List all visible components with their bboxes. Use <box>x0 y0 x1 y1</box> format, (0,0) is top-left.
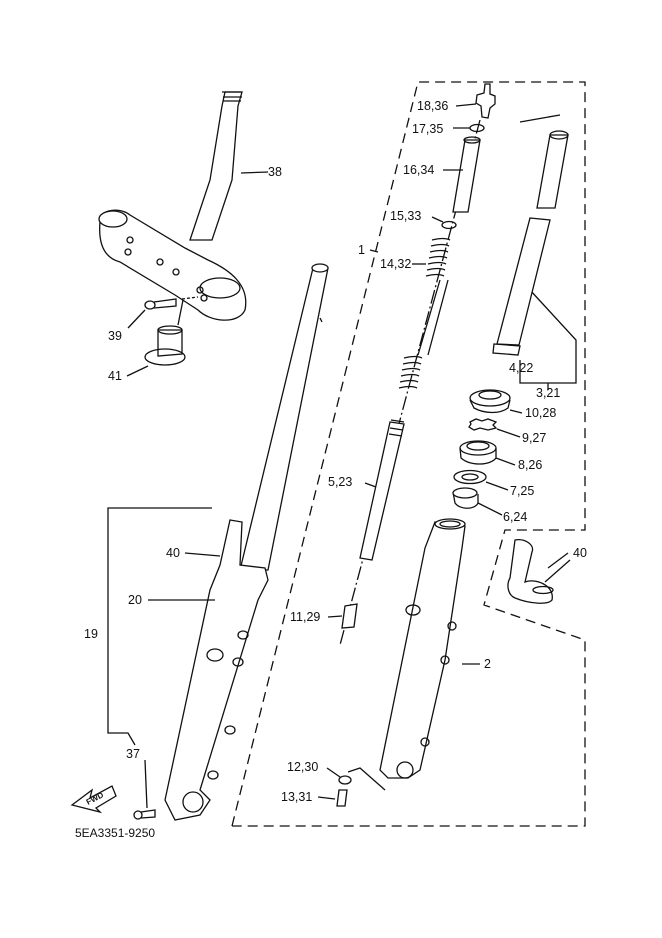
left-outer-tube-20 <box>164 519 269 821</box>
callout-41: 41 <box>108 369 122 383</box>
bracket-3-21 <box>519 114 561 123</box>
oil-seal-8-26 <box>459 440 516 466</box>
fwd-arrow-icon <box>70 785 117 814</box>
slide-metal-6-24 <box>452 487 503 516</box>
oil-lock-11-29 <box>327 603 358 629</box>
callout-11-29: 11,29 <box>290 610 321 624</box>
callout-20: 20 <box>128 593 142 607</box>
callout-5-23: 5,23 <box>328 475 353 489</box>
callout-4-22: 4,22 <box>509 361 534 375</box>
washer-7-25 <box>453 469 509 491</box>
right-inner-tube-lower-4-22 <box>492 217 551 356</box>
washer-15-33 <box>441 220 457 230</box>
dust-seal-10-28 <box>469 389 523 414</box>
collar-41 <box>126 299 186 377</box>
callout-19: 19 <box>84 627 98 641</box>
spacer-16-34 <box>443 136 481 213</box>
leader-1 <box>369 249 379 253</box>
callout-6-24: 6,24 <box>503 510 528 524</box>
damper-rod-5-23 <box>359 419 405 561</box>
fork-guard-40-right <box>507 539 571 604</box>
callout-40-right: 40 <box>573 546 587 560</box>
callout-8-26: 8,26 <box>518 458 543 472</box>
bolt-39 <box>127 296 199 329</box>
assembly-1-dashed-outline <box>231 81 586 827</box>
steering-stem-38 <box>189 91 269 241</box>
callout-38: 38 <box>268 165 282 179</box>
bolt-13-31 <box>317 789 348 807</box>
bracket-lines <box>519 289 577 384</box>
callout-39: 39 <box>108 329 122 343</box>
right-inner-tube-upper <box>536 130 569 209</box>
bolt-37 <box>133 759 156 820</box>
left-inner-tube <box>239 263 329 571</box>
callout-10-28: 10,28 <box>525 406 557 420</box>
callout-12-30: 12,30 <box>287 760 319 774</box>
leader-40-right <box>547 552 569 569</box>
callout-1: 1 <box>358 243 365 257</box>
right-outer-tube-2 <box>379 518 480 779</box>
leader-40-left <box>184 552 221 557</box>
callout-14-32: 14,32 <box>380 257 412 271</box>
bracket-19 <box>107 507 212 746</box>
callout-40-left: 40 <box>166 546 180 560</box>
drawing-code: 5EA3351-9250 <box>75 826 156 840</box>
callout-18-36: 18,36 <box>417 99 449 113</box>
washer-12-30 <box>326 767 386 791</box>
callout-15-33: 15,33 <box>390 209 422 223</box>
callout-13-31: 13,31 <box>281 790 313 804</box>
cap-bolt-18-36 <box>455 83 496 119</box>
spring-14-32 <box>398 237 451 389</box>
under-bracket <box>98 209 247 321</box>
callout-16-34: 16,34 <box>403 163 435 177</box>
callout-9-27: 9,27 <box>522 431 547 445</box>
callout-3-21: 3,21 <box>536 386 561 400</box>
callout-2: 2 <box>484 657 491 671</box>
callout-17-35: 17,35 <box>412 122 444 136</box>
clip-9-27 <box>468 418 498 431</box>
callout-37: 37 <box>126 747 140 761</box>
leader-misc <box>319 317 323 323</box>
callout-7-25: 7,25 <box>510 484 535 498</box>
